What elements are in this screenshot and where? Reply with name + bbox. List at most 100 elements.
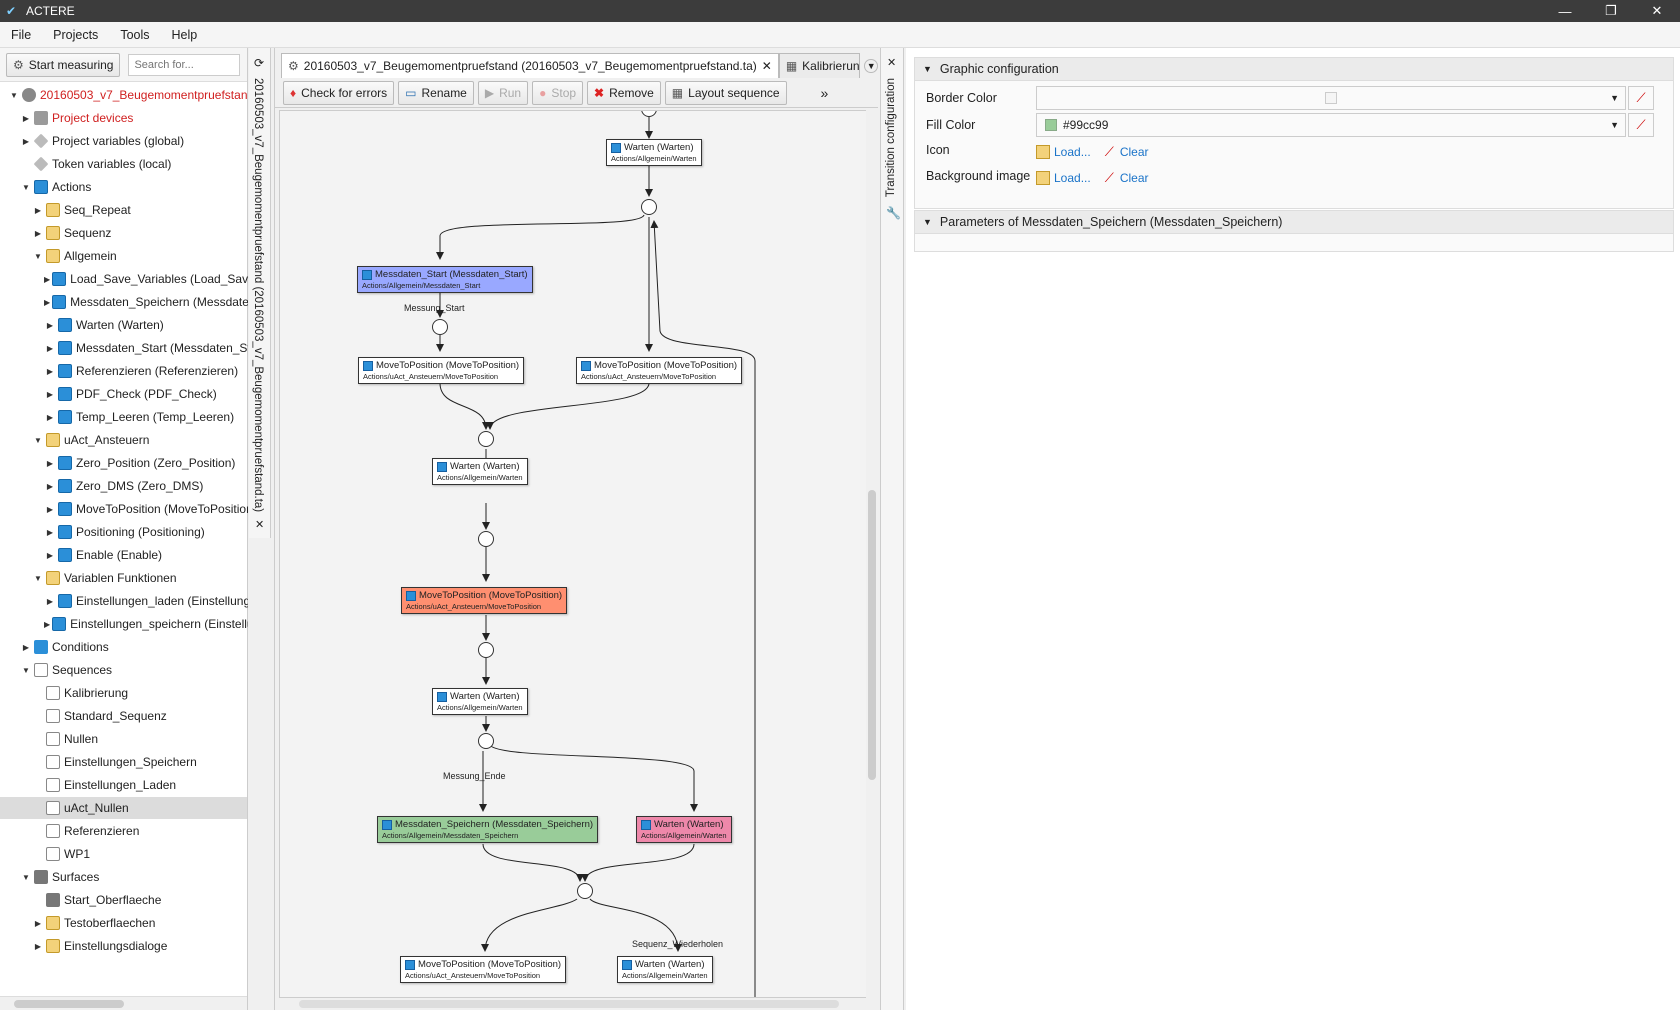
expand-toggle-icon[interactable]: ▼ — [22, 665, 30, 675]
action-node-movetoposition[interactable]: MoveToPosition (MoveToPosition)Actions/u… — [358, 357, 525, 384]
tree-item[interactable]: ▶MoveToPosition (MoveToPosition) — [44, 498, 248, 520]
expand-toggle-icon[interactable]: ▶ — [46, 481, 54, 491]
tree-item[interactable]: ▶Messdaten_Speichern (Messdaten_Speicher… — [44, 291, 248, 313]
tree-item[interactable]: Referenzieren — [32, 820, 248, 842]
transition-node[interactable] — [641, 199, 657, 215]
project-file-vertical-tab[interactable]: ⟳ 20160503_v7_Beugemomentpruefstand (201… — [249, 48, 271, 538]
tree-item[interactable]: ▶Einstellungen_laden (Einstellungen_lade… — [44, 590, 248, 612]
expand-toggle-icon[interactable]: ▶ — [34, 205, 42, 215]
stop-button[interactable]: ●Stop — [532, 80, 584, 105]
transition-node[interactable] — [577, 883, 593, 899]
tab-project[interactable]: ⚙ 20160503_v7_Beugemomentpruefstand (201… — [281, 53, 779, 78]
tree-item[interactable]: ▼Actions — [20, 176, 248, 198]
menu-projects[interactable]: Projects — [53, 27, 99, 42]
toolbar-overflow-button[interactable]: » — [820, 84, 829, 101]
tree-item[interactable]: Nullen — [32, 728, 248, 750]
close-tab-icon[interactable]: ✕ — [761, 59, 772, 73]
search-input[interactable] — [128, 53, 241, 76]
expand-toggle-icon[interactable]: ▼ — [10, 90, 18, 100]
expand-toggle-icon[interactable]: ▶ — [34, 941, 42, 951]
tree-item[interactable]: ▶Referenzieren (Referenzieren) — [44, 360, 248, 382]
tree-item[interactable]: WP1 — [32, 843, 248, 865]
expand-toggle-icon[interactable]: ▼ — [34, 573, 42, 583]
tree-item[interactable]: ▶Conditions — [20, 636, 248, 658]
menu-tools[interactable]: Tools — [120, 27, 150, 42]
border-color-edit-button[interactable]: ⟋ — [1628, 86, 1654, 110]
tree-item[interactable]: ▶Zero_Position (Zero_Position) — [44, 452, 248, 474]
tree-item[interactable]: Einstellungen_Laden — [32, 774, 248, 796]
tree-item[interactable]: Start_Oberflaeche — [32, 889, 248, 911]
expand-toggle-icon[interactable]: ▶ — [46, 504, 54, 514]
tree-item[interactable]: ▶Zero_DMS (Zero_DMS) — [44, 475, 248, 497]
tree-item[interactable]: ▼Sequences — [20, 659, 248, 681]
canvas-vertical-scrollbar[interactable] — [866, 110, 878, 998]
transition-node[interactable] — [478, 642, 494, 658]
action-node-movetoposition[interactable]: MoveToPosition (MoveToPosition)Actions/u… — [576, 357, 743, 384]
expand-toggle-icon[interactable]: ▼ — [22, 182, 30, 192]
tab-kalibrierung[interactable]: ▦ Kalibrierung — [778, 53, 861, 78]
close-panel-icon[interactable]: ✕ — [887, 57, 897, 69]
tree-item[interactable]: uAct_Nullen — [0, 797, 247, 819]
expand-toggle-icon[interactable]: ▼ — [34, 251, 42, 261]
expand-toggle-icon[interactable]: ▶ — [34, 918, 42, 928]
tree-item[interactable]: ▶Einstellungsdialoge — [32, 935, 248, 957]
action-node-movetoposition-selected[interactable]: MoveToPosition (MoveToPosition)Actions/u… — [401, 587, 568, 614]
run-button[interactable]: ▶Run — [477, 80, 529, 105]
expand-toggle-icon[interactable]: ▼ — [34, 435, 42, 445]
tree-item[interactable]: ▶Positioning (Positioning) — [44, 521, 248, 543]
canvas-horizontal-scrollbar[interactable] — [279, 998, 869, 1010]
tree-item[interactable]: ▼Surfaces — [20, 866, 248, 888]
tree-item[interactable]: ▼Allgemein — [32, 245, 248, 267]
tree-item[interactable]: ▶Messdaten_Start (Messdaten_Start) — [44, 337, 248, 359]
minimize-button[interactable]: — — [1558, 3, 1572, 19]
parameters-header[interactable]: ▼ Parameters of Messdaten_Speichern (Mes… — [914, 210, 1674, 234]
action-node-messdaten-start[interactable]: Messdaten_Start (Messdaten_Start)Actions… — [357, 266, 533, 293]
tree-item[interactable]: Einstellungen_Speichern — [32, 751, 248, 773]
transition-node[interactable] — [478, 733, 494, 749]
expand-toggle-icon[interactable]: ▶ — [44, 274, 51, 284]
tree-item[interactable]: ▶Temp_Leeren (Temp_Leeren) — [44, 406, 248, 428]
transition-node[interactable] — [432, 319, 448, 335]
fill-color-select[interactable]: #99cc99 ▼ — [1036, 113, 1626, 137]
close-tab-icon[interactable]: ✕ — [255, 519, 265, 531]
start-measuring-button[interactable]: ⚙ Start measuring — [6, 52, 121, 77]
tree-item[interactable]: ▶Warten (Warten) — [44, 314, 248, 336]
expand-toggle-icon[interactable]: ▶ — [46, 527, 54, 537]
tree-item[interactable]: ▶Sequenz — [32, 222, 248, 244]
tree-item[interactable]: Standard_Sequenz — [32, 705, 248, 727]
tree-item[interactable]: ▶Seq_Repeat — [32, 199, 248, 221]
action-node-movetoposition[interactable]: MoveToPosition (MoveToPosition)Actions/u… — [400, 956, 567, 983]
expand-toggle-icon[interactable]: ▶ — [46, 550, 54, 560]
tree-item[interactable]: ▶Load_Save_Variables (Load_Save_Variable… — [44, 268, 248, 290]
tree-item[interactable]: ▼uAct_Ansteuern — [32, 429, 248, 451]
tree-item[interactable]: Token variables (local) — [20, 153, 248, 175]
menu-file[interactable]: File — [11, 27, 32, 42]
tree-item[interactable]: ▼Variablen Funktionen — [32, 567, 248, 589]
background-load-link[interactable]: Load... — [1054, 171, 1091, 185]
tree-item[interactable]: ▶Einstellungen_speichern (Einstellungen_… — [44, 613, 248, 635]
maximize-button[interactable]: ❐ — [1605, 3, 1617, 18]
action-node-warten-pink[interactable]: Warten (Warten)Actions/Allgemein/Warten — [636, 816, 732, 843]
transition-node[interactable] — [478, 531, 494, 547]
tree-item[interactable]: ▶Testoberflaechen — [32, 912, 248, 934]
tab-list-dropdown[interactable]: ▼ — [864, 59, 878, 73]
expand-toggle-icon[interactable]: ▶ — [46, 458, 54, 468]
check-errors-button[interactable]: ♦Check for errors — [283, 80, 395, 105]
tree-item[interactable]: ▶Enable (Enable) — [44, 544, 248, 566]
transition-configuration-tab[interactable]: ✕ Transition configuration 🔧 — [880, 48, 904, 1010]
action-node-warten[interactable]: Warten (Warten)Actions/Allgemein/Warten — [432, 688, 528, 715]
expand-toggle-icon[interactable]: ▶ — [46, 320, 54, 330]
graphic-configuration-header[interactable]: ▼ Graphic configuration — [914, 57, 1674, 81]
expand-toggle-icon[interactable]: ▶ — [44, 619, 51, 629]
action-node-messdaten-speichern[interactable]: Messdaten_Speichern (Messdaten_Speichern… — [377, 816, 599, 843]
fill-color-edit-button[interactable]: ⟋ — [1628, 113, 1654, 137]
refresh-icon[interactable]: ⟳ — [254, 56, 265, 70]
expand-toggle-icon[interactable]: ▶ — [46, 389, 54, 399]
icon-clear-link[interactable]: Clear — [1119, 145, 1149, 159]
remove-button[interactable]: ✖Remove — [587, 80, 661, 105]
layout-sequence-button[interactable]: ▦Layout sequence — [664, 80, 787, 105]
tree-item[interactable]: ▶Project variables (global) — [20, 130, 248, 152]
tree-item[interactable]: ▶Project devices — [20, 107, 248, 129]
icon-load-link[interactable]: Load... — [1054, 145, 1091, 159]
menu-help[interactable]: Help — [171, 27, 198, 42]
